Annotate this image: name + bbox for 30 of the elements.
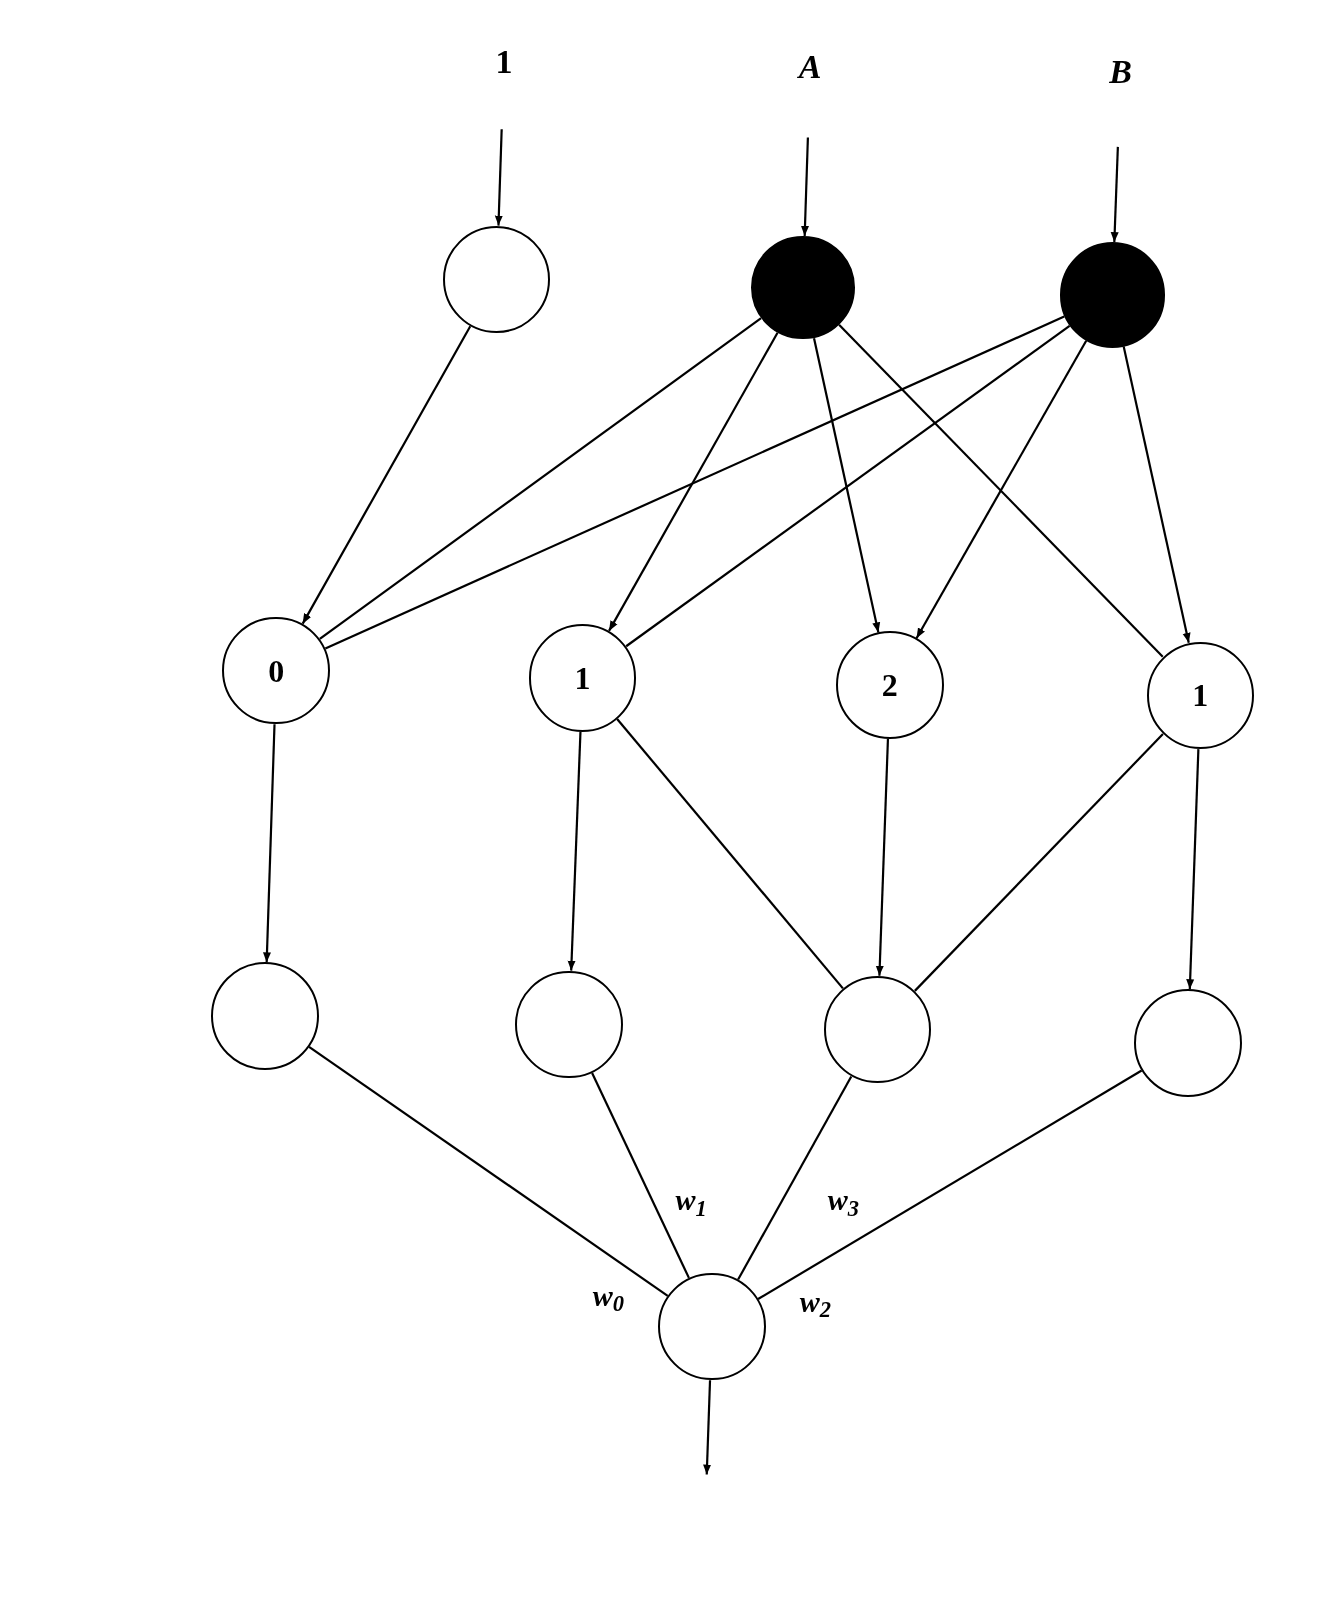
arrow [263, 724, 276, 963]
connector-line [757, 1069, 1143, 1300]
arrow [1186, 749, 1200, 990]
arrow [915, 340, 1088, 639]
arrow [494, 129, 503, 226]
node-number: 1 [1192, 676, 1209, 716]
arrow [875, 738, 890, 976]
connector-line [308, 1045, 669, 1297]
arrow [703, 1380, 712, 1475]
connector-line [737, 1076, 853, 1281]
connector-line [324, 315, 1065, 650]
input-label: B [1109, 55, 1132, 90]
connector-line [838, 323, 1164, 658]
connector-line [616, 718, 844, 990]
arrow [301, 325, 472, 625]
arrow [1122, 346, 1191, 644]
arrow [608, 332, 779, 632]
node-number: 0 [268, 651, 285, 691]
input-label: 1 [495, 45, 513, 80]
arrow [812, 337, 881, 633]
node-number: 1 [574, 658, 591, 698]
connector-line [591, 1072, 690, 1279]
arrow [801, 137, 809, 236]
node-number: 2 [881, 666, 898, 705]
connector-line [319, 317, 762, 640]
arrow [1110, 146, 1119, 243]
connector-line [625, 324, 1071, 648]
connector-line [914, 733, 1164, 992]
arrow [567, 731, 582, 971]
input-label: A [798, 50, 822, 85]
